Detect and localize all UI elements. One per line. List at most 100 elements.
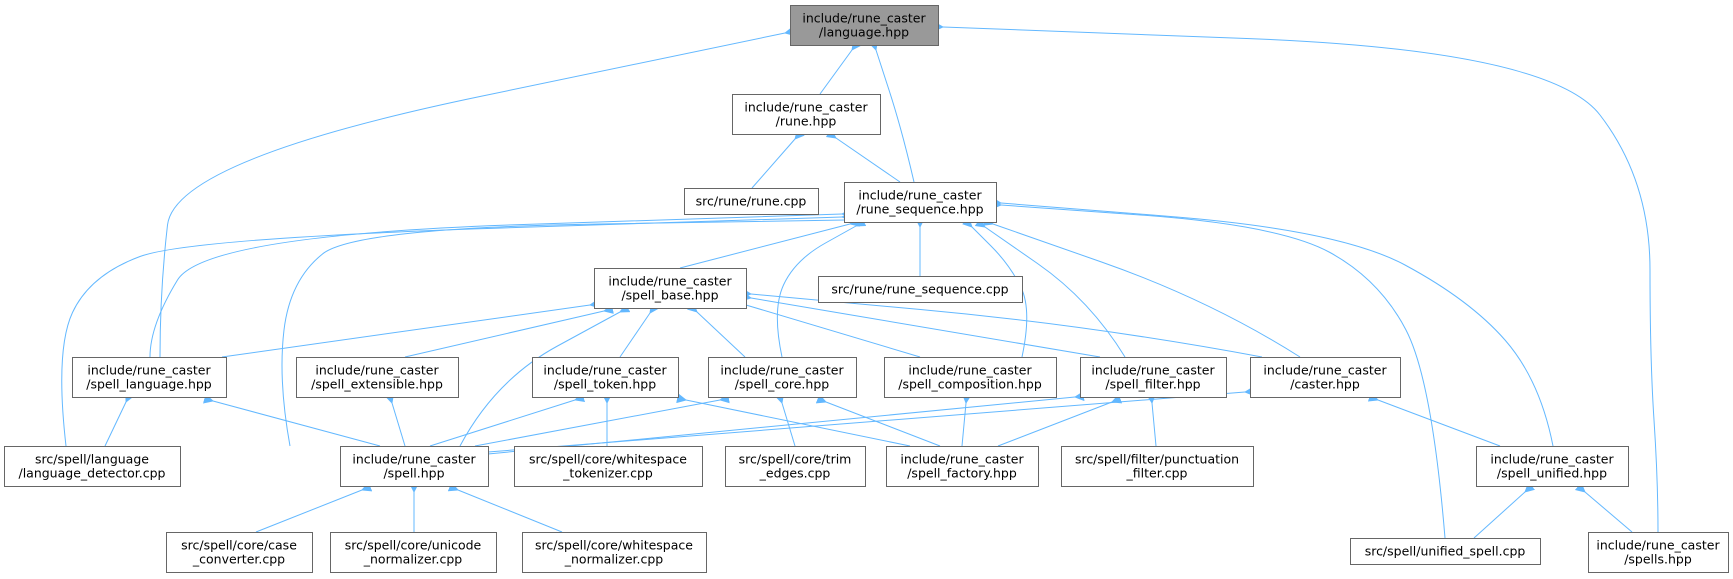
node-box — [684, 188, 819, 215]
node-label-line: /language.hpp — [819, 25, 909, 40]
node-case-converter-cpp[interactable]: src/spell/core/case_converter.cpp — [166, 532, 313, 573]
node-whitespace-normalizer-cpp[interactable]: src/spell/core/whitespace_normalizer.cpp — [522, 532, 707, 573]
edge-caster_hpp-to-spell_base_hpp — [741, 288, 1263, 358]
node-label-line: _converter.cpp — [192, 552, 285, 567]
node-label-line: include/rune_caster — [908, 363, 1032, 378]
node-box — [708, 357, 857, 398]
edge-spell_language_hpp-to-spell_base_hpp — [221, 298, 600, 358]
node-box — [4, 446, 181, 487]
node-spell-language-hpp[interactable]: include/rune_caster/spell_language.hpp — [72, 357, 227, 398]
edge-spell_factory_hpp-to-spell_composition_hpp — [961, 393, 972, 447]
node-label-line: include/rune_caster — [802, 11, 926, 26]
node-box — [514, 446, 703, 487]
node-label-line: src/spell/core/whitespace — [535, 538, 693, 553]
node-label-line: /spell_token.hpp — [554, 377, 656, 392]
node-label-line: src/spell/language — [35, 452, 149, 467]
node-label-line: /spells.hpp — [1624, 552, 1692, 567]
edge-spell_hpp-to-caster_hpp — [487, 386, 1255, 453]
node-label-line: include/rune_caster — [1596, 538, 1720, 553]
node-spells-hpp[interactable]: include/rune_caster/spells.hpp — [1588, 532, 1729, 573]
edge-spell_hpp-to-spell_extensible_hpp — [384, 392, 406, 447]
node-label-line: /spell_base.hpp — [621, 288, 718, 303]
node-whitespace-tokenizer-cpp[interactable]: src/spell/core/whitespace_tokenizer.cpp — [514, 446, 703, 487]
node-rune-cpp[interactable]: src/rune/rune.cpp — [684, 188, 819, 215]
node-box — [732, 94, 881, 135]
edge-spell_core_hpp-to-spell_base_hpp — [687, 302, 746, 358]
node-label-line: /language_detector.cpp — [18, 466, 165, 481]
edge-spell_token_hpp-to-spell_base_hpp — [619, 302, 660, 358]
edge-spell_hpp-to-spell_language_hpp — [203, 393, 381, 447]
node-box — [886, 446, 1039, 487]
node-trim-edges-cpp[interactable]: src/spell/core/trim_edges.cpp — [725, 446, 866, 487]
node-label-line: _normalizer.cpp — [363, 552, 463, 567]
node-spell-factory-hpp[interactable]: include/rune_caster/spell_factory.hpp — [886, 446, 1039, 487]
edge-spells_hpp-to-language_hpp — [933, 21, 1659, 533]
node-box — [532, 357, 679, 398]
node-label-line: include/rune_caster — [1490, 452, 1614, 467]
node-language-detector-cpp[interactable]: src/spell/language/language_detector.cpp — [4, 446, 181, 487]
node-punctuation-filter-cpp[interactable]: src/spell/filter/punctuation_filter.cpp — [1061, 446, 1254, 487]
node-spell-unified-hpp[interactable]: include/rune_caster/spell_unified.hpp — [1476, 446, 1629, 487]
edge-whitespace_normalizer_cpp-to-spell_hpp — [447, 481, 563, 533]
node-spell-extensible-hpp[interactable]: include/rune_caster/spell_extensible.hpp — [296, 357, 459, 398]
node-label-line: src/spell/filter/punctuation — [1075, 452, 1239, 467]
node-spell-composition-hpp[interactable]: include/rune_caster/spell_composition.hp… — [884, 357, 1057, 398]
node-label-line: /spell_filter.hpp — [1105, 377, 1200, 392]
file-nodes: include/rune_caster/language.hppinclude/… — [4, 5, 1729, 573]
node-rune-hpp[interactable]: include/rune_caster/rune.hpp — [732, 94, 881, 135]
edge-rune_cpp-to-rune_hpp — [751, 128, 805, 189]
edge-case_converter_cpp-to-spell_hpp — [255, 482, 373, 533]
node-box — [818, 276, 1023, 303]
edge-spell_language_hpp-to-rune_sequence_hpp — [149, 208, 852, 358]
node-label-line: include/rune_caster — [543, 363, 667, 378]
node-label-line: include/rune_caster — [87, 363, 211, 378]
node-box — [340, 446, 489, 487]
node-language-hpp[interactable]: include/rune_caster/language.hpp — [790, 5, 939, 46]
node-label-line: /spell_extensible.hpp — [311, 377, 443, 392]
node-label-line: include/rune_caster — [352, 452, 476, 467]
node-rune-sequence-cpp[interactable]: src/rune/rune_sequence.cpp — [818, 276, 1023, 303]
node-rune-sequence-hpp[interactable]: include/rune_caster/rune_sequence.hpp — [844, 182, 997, 223]
node-box — [166, 532, 313, 573]
edge-spell_hpp-to-spell_base_hpp — [459, 303, 631, 447]
node-box — [725, 446, 866, 487]
edge-spell_extensible_hpp-to-spell_base_hpp — [404, 304, 614, 358]
node-label-line: src/spell/core/case — [181, 538, 297, 553]
node-label-line: _normalizer.cpp — [564, 552, 664, 567]
edge-spell_hpp-to-spell_token_hpp — [429, 392, 586, 447]
edge-spells_hpp-to-spell_unified_hpp — [1574, 482, 1633, 533]
node-spell-hpp[interactable]: include/rune_caster/spell.hpp — [340, 446, 489, 487]
node-box — [884, 357, 1057, 398]
node-spell-token-hpp[interactable]: include/rune_caster/spell_token.hpp — [532, 357, 679, 398]
edge-unified_spell_cpp-to-spell_unified_hpp — [1473, 482, 1536, 539]
node-label-line: include/rune_caster — [744, 100, 868, 115]
node-label-line: _tokenizer.cpp — [562, 466, 653, 481]
node-label-line: /rune.hpp — [776, 114, 837, 129]
node-label-line: /spell_unified.hpp — [1497, 466, 1607, 481]
node-label-line: include/rune_caster — [858, 188, 982, 203]
edge-spell_factory_hpp-to-spell_core_hpp — [815, 394, 941, 447]
node-label-line: /spell_core.hpp — [735, 377, 829, 392]
node-label-line: src/spell/unified_spell.cpp — [1365, 544, 1526, 559]
edge-unified_spell_cpp-to-rune_sequence_hpp — [991, 199, 1446, 539]
edge-spell_factory_hpp-to-spell_token_hpp — [676, 393, 911, 447]
node-label-line: include/rune_caster — [1091, 363, 1215, 378]
node-spell-filter-hpp[interactable]: include/rune_caster/spell_filter.hpp — [1080, 357, 1227, 398]
node-spell-base-hpp[interactable]: include/rune_caster/spell_base.hpp — [594, 268, 747, 309]
edge-caster_hpp-to-rune_sequence_hpp — [982, 216, 1301, 358]
node-label-line: src/spell/core/whitespace — [529, 452, 687, 467]
node-caster-hpp[interactable]: include/rune_caster/caster.hpp — [1250, 357, 1401, 398]
node-box — [1350, 538, 1541, 565]
node-label-line: include/rune_caster — [1263, 363, 1387, 378]
edge-rune_hpp-to-language_hpp — [819, 39, 862, 95]
node-label-line: src/rune/rune_sequence.cpp — [831, 282, 1008, 297]
node-unicode-normalizer-cpp[interactable]: src/spell/core/unicode_normalizer.cpp — [330, 532, 497, 573]
edge-punctuation_filter_cpp-to-spell_filter_hpp — [1146, 393, 1157, 447]
node-box — [594, 268, 747, 309]
edge-spell_unified_hpp-to-rune_sequence_hpp — [991, 197, 1554, 447]
node-unified-spell-cpp[interactable]: src/spell/unified_spell.cpp — [1350, 538, 1541, 565]
node-spell-core-hpp[interactable]: include/rune_caster/spell_core.hpp — [708, 357, 857, 398]
node-box — [296, 357, 459, 398]
node-label-line: _edges.cpp — [759, 466, 831, 481]
